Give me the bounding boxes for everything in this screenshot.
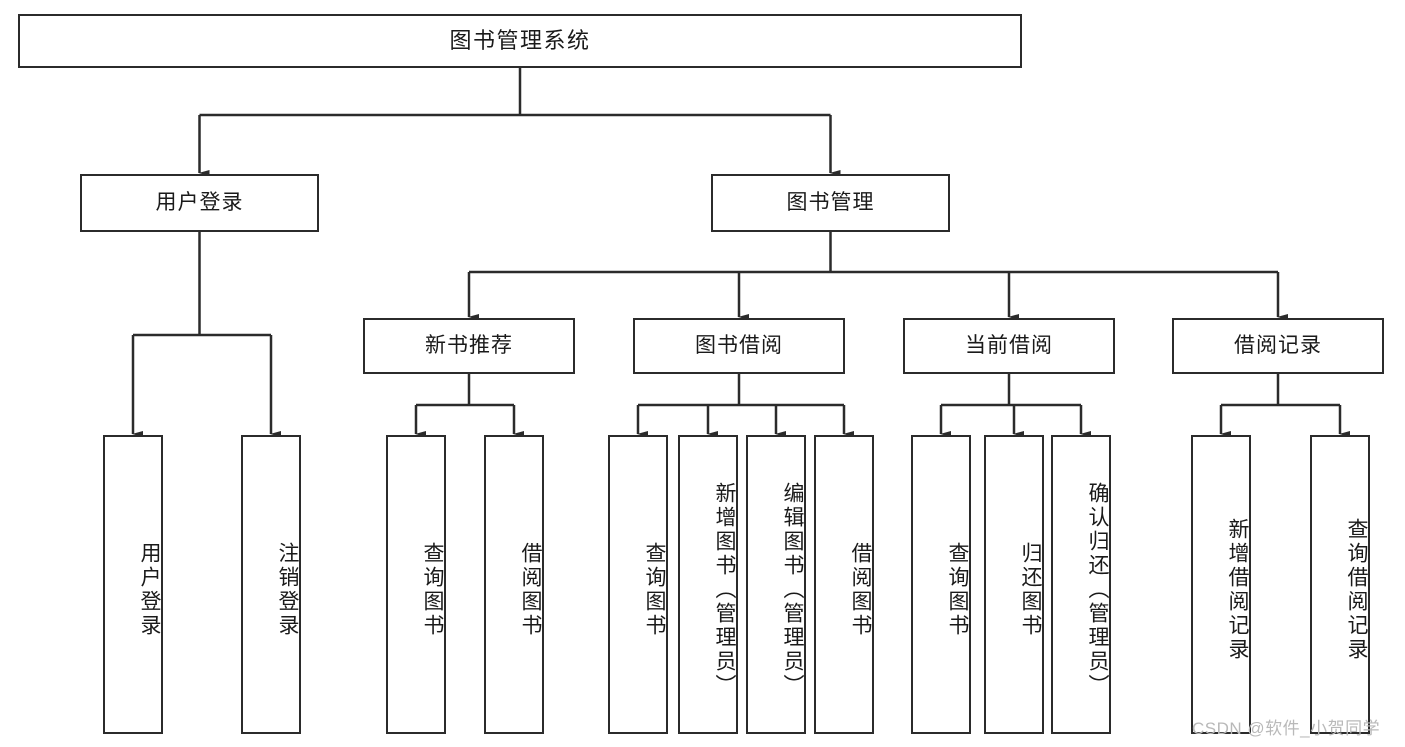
node-label: 注销登录 xyxy=(276,541,299,638)
node-label: 借阅图书 xyxy=(849,541,872,638)
node-label: 当前借阅 xyxy=(965,334,1053,358)
node-leaf-new-borrow[interactable]: 借阅图书 xyxy=(484,435,544,734)
node-label: 用户登录 xyxy=(138,541,161,638)
node-label: 查询图书 xyxy=(421,541,444,638)
node-bookmgmt[interactable]: 图书管理 xyxy=(711,174,950,232)
node-label: 图书管理系统 xyxy=(449,27,591,53)
node-label: 借阅图书 xyxy=(519,541,542,638)
node-root[interactable]: 图书管理系统 xyxy=(18,14,1022,68)
node-label: 新增图书（管理员） xyxy=(713,481,736,698)
node-label: 查询图书 xyxy=(946,541,969,638)
node-label: 图书管理 xyxy=(786,191,875,215)
node-label: 借阅记录 xyxy=(1234,334,1322,358)
node-leaf-c-confirm[interactable]: 确认归还（管理员） xyxy=(1051,435,1111,734)
node-leaf-b-query[interactable]: 查询图书 xyxy=(608,435,668,734)
node-leaf-r-add[interactable]: 新增借阅记录 xyxy=(1191,435,1251,734)
node-label: 编辑图书（管理员） xyxy=(781,481,804,698)
watermark-label: CSDN @软件_小贺同学 xyxy=(1192,719,1381,738)
node-borrow[interactable]: 图书借阅 xyxy=(633,318,845,374)
node-label: 查询图书 xyxy=(643,541,666,638)
node-label: 用户登录 xyxy=(155,191,244,215)
node-leaf-c-return[interactable]: 归还图书 xyxy=(984,435,1044,734)
node-label: 图书借阅 xyxy=(695,334,783,358)
node-leaf-b-add[interactable]: 新增图书（管理员） xyxy=(678,435,738,734)
node-leaf-new-query[interactable]: 查询图书 xyxy=(386,435,446,734)
connector-lines xyxy=(131,68,1350,437)
node-records[interactable]: 借阅记录 xyxy=(1172,318,1384,374)
node-leaf-c-query[interactable]: 查询图书 xyxy=(911,435,971,734)
node-newbook[interactable]: 新书推荐 xyxy=(363,318,575,374)
node-leaf-b-borrow[interactable]: 借阅图书 xyxy=(814,435,874,734)
node-leaf-login[interactable]: 用户登录 xyxy=(103,435,163,734)
node-leaf-r-query[interactable]: 查询借阅记录 xyxy=(1310,435,1370,734)
node-label: 新增借阅记录 xyxy=(1226,517,1249,662)
node-leaf-logout[interactable]: 注销登录 xyxy=(241,435,301,734)
node-leaf-b-edit[interactable]: 编辑图书（管理员） xyxy=(746,435,806,734)
node-label: 查询借阅记录 xyxy=(1345,517,1368,662)
node-login[interactable]: 用户登录 xyxy=(80,174,319,232)
node-label: 确认归还（管理员） xyxy=(1086,481,1109,698)
node-label: 新书推荐 xyxy=(425,334,513,358)
node-current[interactable]: 当前借阅 xyxy=(903,318,1115,374)
node-label: 归还图书 xyxy=(1019,541,1042,638)
